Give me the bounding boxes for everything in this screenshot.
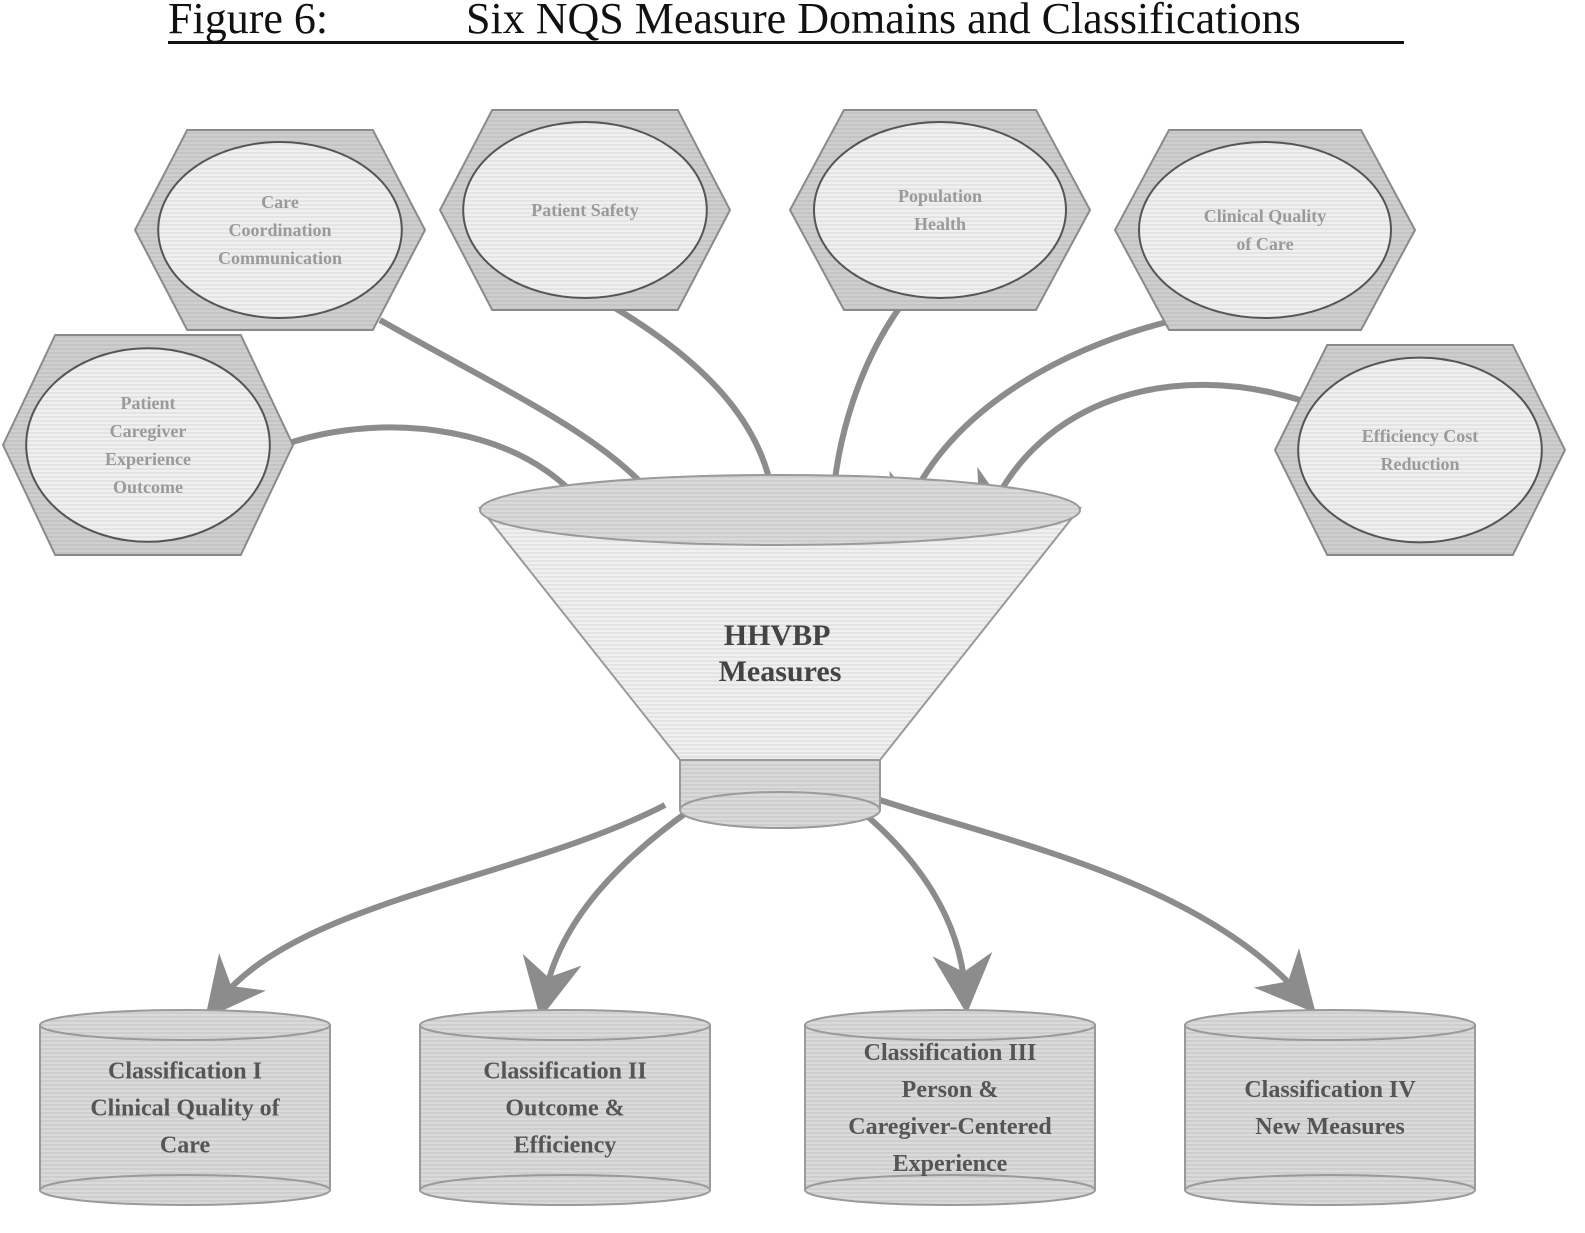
classification-label-line: Care xyxy=(160,1133,211,1159)
domain-label-line: Efficiency Cost xyxy=(1362,426,1478,446)
domain-label-line: of Care xyxy=(1236,234,1293,254)
domain-label-line: Patient xyxy=(121,393,176,413)
arrow-classification-2 xyxy=(545,810,690,995)
domain-label-line: Experience xyxy=(105,449,191,469)
classification-box-classification-2: Classification II Outcome & Efficiency xyxy=(420,1010,710,1205)
classification-label-line: Classification IV xyxy=(1244,1077,1416,1103)
output-arrows xyxy=(220,800,1300,1000)
classification-label-line: Clinical Quality of xyxy=(90,1096,280,1122)
classification-label-line: Classification II xyxy=(483,1059,646,1085)
classification-box-classification-4: Classification IV New Measures xyxy=(1185,1010,1475,1205)
funnel: HHVBP Measures xyxy=(480,475,1080,828)
classification-label-line: Efficiency xyxy=(514,1133,617,1159)
domain-label-line: Caregiver xyxy=(110,421,187,441)
funnel-line-1: HHVBP xyxy=(724,619,830,652)
funnel-line-2: Measures xyxy=(719,655,842,688)
arrow-classification-1 xyxy=(220,805,665,1000)
domain-label-line: Coordination xyxy=(228,220,331,240)
domain-label-line: Patient Safety xyxy=(531,200,638,220)
domain-label-line: Population xyxy=(898,186,982,206)
classification-label-line: Classification III xyxy=(864,1040,1037,1066)
classification-label-line: Outcome & xyxy=(505,1096,624,1122)
classification-label-line: Classification I xyxy=(108,1059,262,1085)
classification-label-line: Caregiver-Centered xyxy=(848,1114,1052,1140)
classification-label-line: Experience xyxy=(893,1151,1008,1177)
classification-box-classification-3: Classification III Person & Caregiver-Cent… xyxy=(805,1010,1095,1205)
classification-box-classification-1: Classification I Clinical Quality of Care xyxy=(40,1010,330,1205)
classification-label-line: Person & xyxy=(902,1077,999,1103)
domain-label-line: Care xyxy=(261,192,299,212)
domain-label-patient-safety: Patient Safety xyxy=(531,200,638,220)
classification-label-line: New Measures xyxy=(1255,1114,1405,1140)
domain-label-line: Clinical Quality xyxy=(1204,206,1327,226)
domain-label-line: Health xyxy=(914,214,966,234)
arrow-classification-3 xyxy=(860,810,965,990)
arrow-classification-4 xyxy=(880,800,1300,995)
domain-label-line: Reduction xyxy=(1380,454,1459,474)
domain-label-line: Communication xyxy=(218,248,342,268)
domain-node-patient-safety: Patient Safety xyxy=(440,110,730,310)
domain-node-clinical-quality: Clinical Quality of Care xyxy=(1115,130,1415,330)
domain-label-line: Outcome xyxy=(113,477,183,497)
